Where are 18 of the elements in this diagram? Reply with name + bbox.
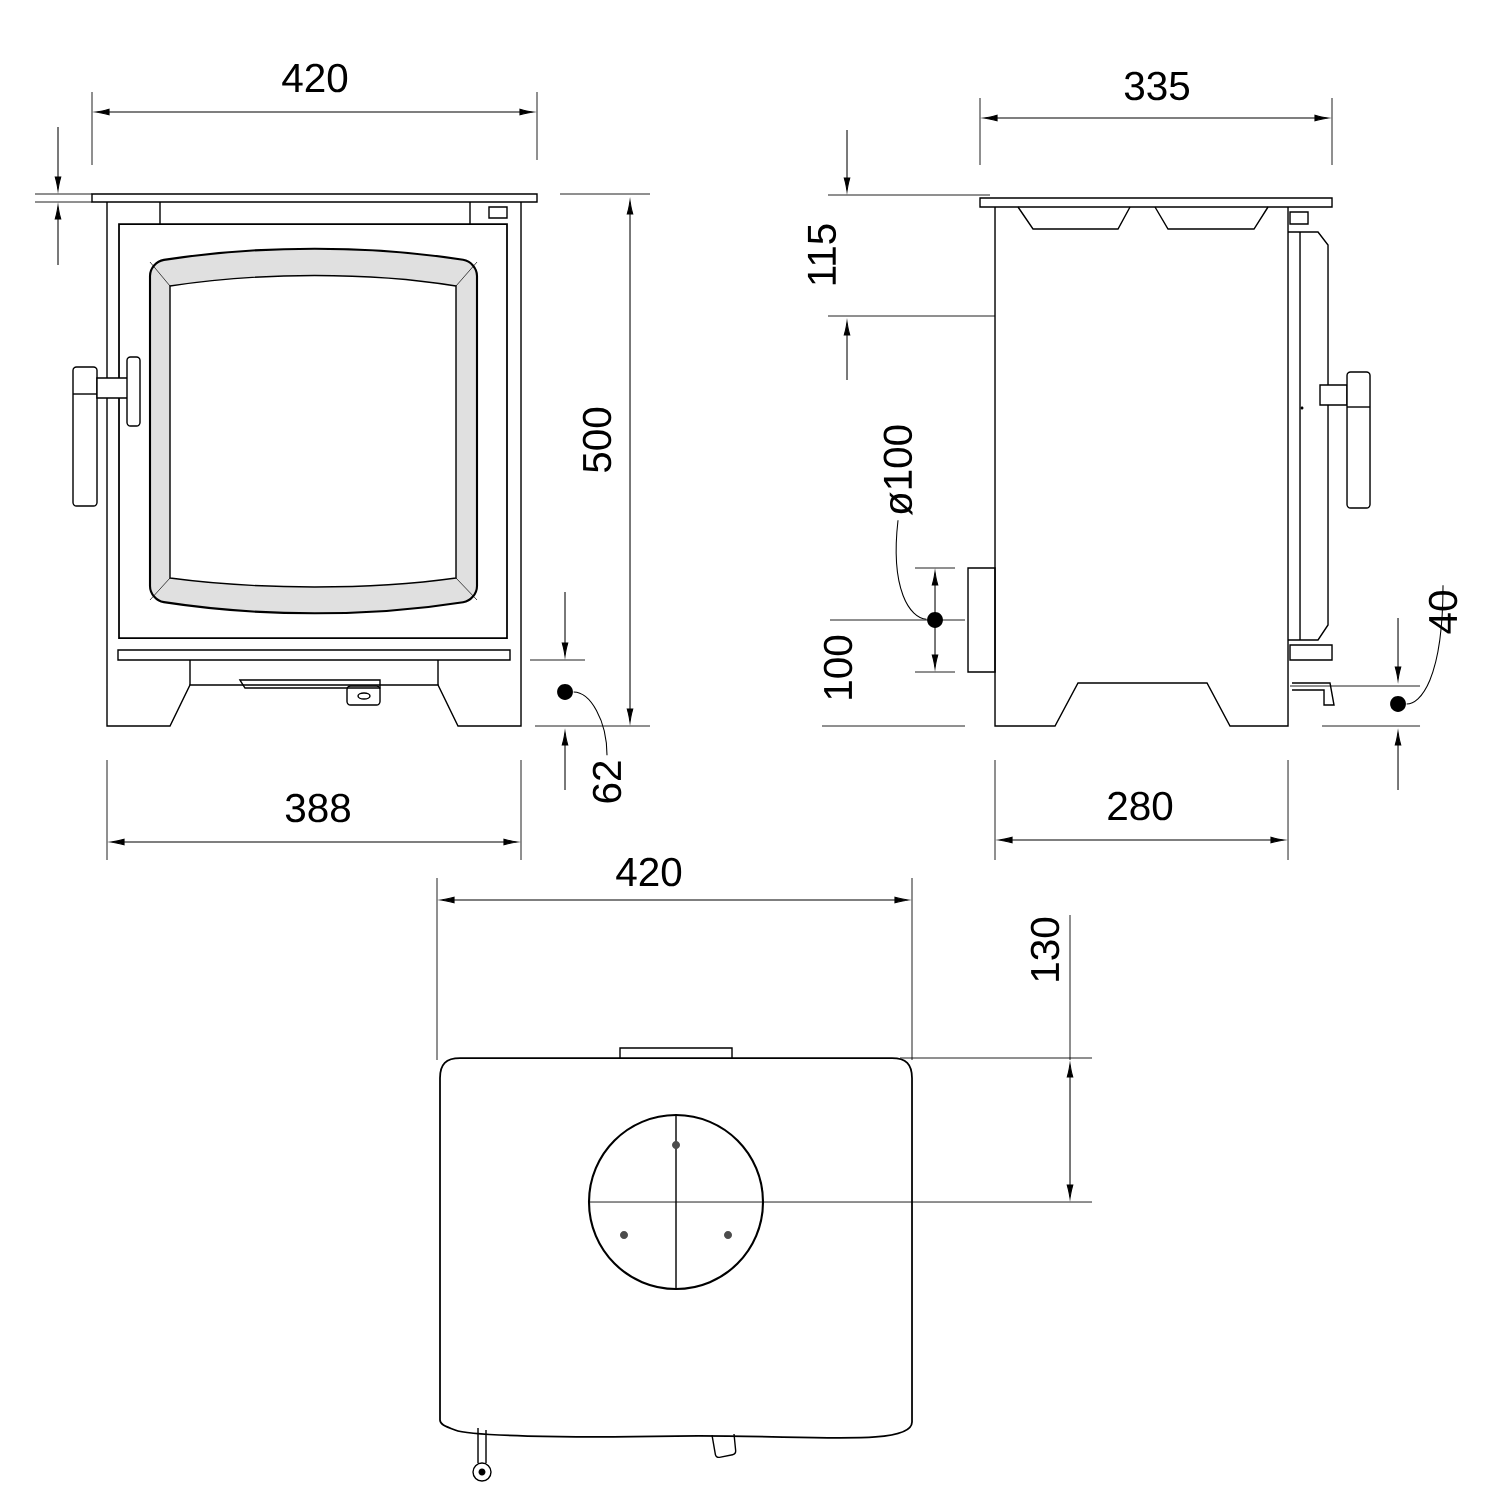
dimension-label: 100 [823, 635, 853, 699]
dimension-dot [557, 684, 573, 700]
dimension-label: 280 [1108, 791, 1173, 821]
leader-line [895, 519, 927, 620]
dimension-label: 62 [592, 761, 622, 803]
dimension-dot [927, 612, 943, 628]
dimension-label: 335 [1124, 71, 1189, 101]
dimension-label: 388 [285, 793, 350, 823]
dimension-label: 420 [282, 63, 348, 93]
dimension-label: 115 [807, 224, 837, 285]
dimension-label: 40 [1428, 591, 1458, 634]
dimension-label: 130 [1030, 917, 1060, 981]
dimension-label: 420 [616, 857, 682, 887]
leader-line [1406, 584, 1444, 705]
dimension-label: 500 [582, 407, 612, 473]
dimension-dot [1390, 696, 1406, 712]
leader-line [573, 691, 608, 756]
dimension-label: ø100 [883, 425, 913, 516]
